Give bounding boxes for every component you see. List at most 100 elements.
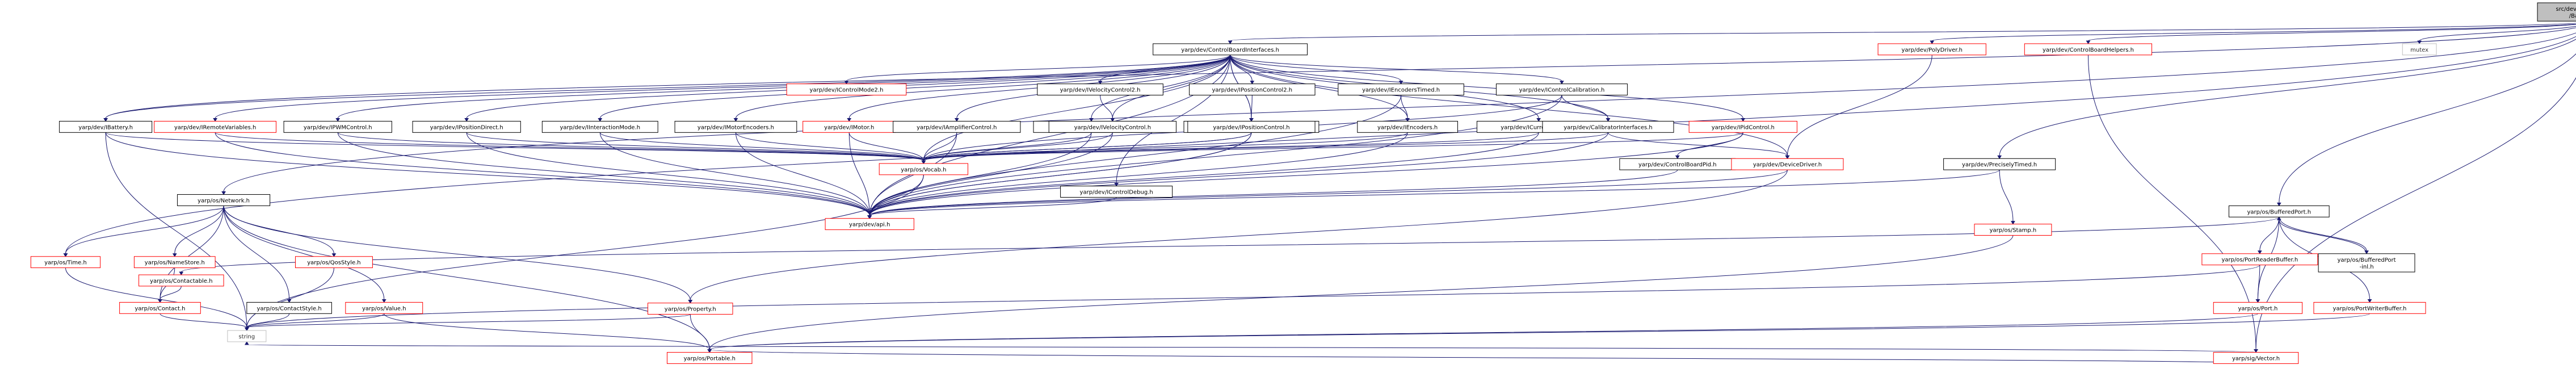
- node-contactable[interactable]: yarp/os/Contactable.h: [138, 274, 224, 287]
- edge-ipid-to-vocab: [921, 132, 1743, 164]
- node-box: [2402, 43, 2437, 56]
- node-box: [2024, 43, 2153, 56]
- node-box: [1877, 43, 1986, 56]
- node-ipc2[interactable]: yarp/dev/IPositionControl2.h: [1189, 83, 1316, 96]
- node-iet[interactable]: yarp/dev/IEncodersTimed.h: [1338, 83, 1464, 96]
- node-contactstyle[interactable]: yarp/os/ContactStyle.h: [246, 301, 332, 314]
- node-qos[interactable]: yarp/os/QosStyle.h: [295, 256, 373, 269]
- node-box: [345, 301, 423, 314]
- edge-property-to-string: [244, 314, 691, 332]
- node-label: yarp/os/Network.h: [197, 198, 250, 204]
- node-namestore[interactable]: yarp/os/NameStore.h: [133, 256, 216, 269]
- node-bufport_inl[interactable]: yarp/os/BufferedPort-inl.h: [2318, 253, 2415, 273]
- node-label: -inl.h: [2360, 264, 2374, 270]
- node-ime[interactable]: yarp/dev/IMotorEncoders.h: [674, 120, 797, 133]
- node-irv[interactable]: yarp/dev/IRemoteVariables.h: [154, 120, 277, 133]
- node-label: yarp/os/Contact.h: [135, 305, 185, 312]
- edge-network-to-value: [223, 206, 386, 303]
- node-cbi[interactable]: yarp/dev/ControlBoardInterfaces.h: [1153, 43, 1308, 56]
- node-portable[interactable]: yarp/os/Portable.h: [667, 352, 753, 364]
- node-ivc2[interactable]: yarp/dev/IVelocityControl2.h: [1037, 83, 1163, 96]
- node-label: yarp/os/ContactStyle.h: [257, 305, 322, 312]
- node-ipd[interactable]: yarp/dev/IPositionDirect.h: [412, 120, 521, 133]
- node-box: [246, 301, 332, 314]
- edge-cali-to-devdrv: [1607, 132, 1790, 160]
- node-box: [1338, 83, 1464, 96]
- node-mutex: mutex: [2402, 43, 2437, 56]
- node-label: yarp/os/PortWriterBuffer.h: [2333, 305, 2407, 312]
- node-box: [138, 274, 224, 287]
- node-property[interactable]: yarp/os/Property.h: [648, 303, 733, 315]
- node-pwb[interactable]: yarp/os/PortWriterBuffer.h: [2313, 301, 2426, 314]
- node-api[interactable]: yarp/dev/api.h: [825, 218, 914, 231]
- edge-root-to-bufport: [2276, 53, 2576, 207]
- edge-network-to-contactstyle: [223, 206, 292, 303]
- node-cbpid[interactable]: yarp/dev/ControlBoardPid.h: [1619, 158, 1736, 170]
- edge-cbi-to-ivc2: [1098, 55, 1231, 85]
- node-vector[interactable]: yarp/sig/Vector.h: [2213, 352, 2299, 364]
- edge-qos-to-string: [244, 267, 334, 332]
- node-icdbg[interactable]: yarp/dev/IControlDebug.h: [1060, 186, 1173, 198]
- node-label: yarp/dev/DeviceDriver.h: [1753, 162, 1822, 168]
- edge-iim-to-api: [599, 132, 872, 219]
- node-ipid[interactable]: yarp/dev/IPidControl.h: [1688, 120, 1797, 133]
- node-box: [1357, 120, 1458, 133]
- edge-network-to-portable: [223, 206, 712, 353]
- edge-ipid-to-api: [867, 132, 1743, 219]
- node-vocab[interactable]: yarp/os/Vocab.h: [879, 163, 969, 175]
- node-time[interactable]: yarp/os/Time.h: [30, 256, 101, 269]
- node-ipwm[interactable]: yarp/dev/IPWMControl.h: [283, 120, 392, 133]
- node-label: yarp/dev/ControlBoardHelpers.h: [2043, 47, 2134, 53]
- node-ibat[interactable]: yarp/dev/IBattery.h: [59, 120, 153, 133]
- edge-root-to-cbi: [1228, 23, 2576, 44]
- node-poly[interactable]: yarp/dev/PolyDriver.h: [1877, 43, 1986, 56]
- node-box: [786, 83, 907, 96]
- node-label: yarp/os/Contactable.h: [150, 278, 212, 284]
- node-box: [1187, 120, 1316, 133]
- edge-cbi-to-ipid: [1230, 55, 1746, 122]
- node-value[interactable]: yarp/os/Value.h: [345, 301, 423, 314]
- node-ienc[interactable]: yarp/dev/IEncoders.h: [1357, 120, 1458, 133]
- edge-cbi-to-ibat: [103, 55, 1231, 122]
- node-ivc[interactable]: yarp/dev/IVelocityControl.h: [1048, 120, 1176, 133]
- edge-network-to-contact: [158, 206, 224, 303]
- edge-bufport_inl-to-bufport: [2276, 216, 2367, 254]
- edge-poly-to-devdrv: [1785, 55, 1932, 160]
- node-icc[interactable]: yarp/dev/IControlCalibration.h: [1495, 83, 1628, 96]
- edge-cbh-to-vector: [2087, 55, 2258, 353]
- node-box: [667, 352, 753, 364]
- node-label: yarp/dev/IMotor.h: [824, 124, 874, 131]
- node-bufport[interactable]: yarp/os/BufferedPort.h: [2228, 205, 2330, 217]
- node-prb[interactable]: yarp/os/PortReaderBuffer.h: [2201, 253, 2318, 266]
- node-label: yarp/dev/IBattery.h: [78, 124, 133, 131]
- edge-network-to-time: [63, 206, 224, 257]
- node-stamp[interactable]: yarp/os/Stamp.h: [1974, 224, 2052, 236]
- node-label: yarp/dev/IControlDebug.h: [1080, 190, 1153, 196]
- node-iamp[interactable]: yarp/dev/IAmplifierControl.h: [893, 120, 1021, 133]
- node-cali[interactable]: yarp/dev/CalibratorInterfaces.h: [1542, 120, 1674, 133]
- edge-iimp-to-vocab: [921, 132, 1252, 164]
- edge-root-to-network: [221, 32, 2576, 195]
- node-iim[interactable]: yarp/dev/IInteractionMode.h: [541, 120, 658, 133]
- node-box: [412, 120, 521, 133]
- edge-icc-to-api: [867, 95, 1562, 219]
- node-label: src/devices/BatteryClient: [2556, 6, 2576, 12]
- node-box: [30, 256, 101, 269]
- node-box: [879, 163, 969, 175]
- node-network[interactable]: yarp/os/Network.h: [177, 194, 271, 206]
- node-cbh[interactable]: yarp/dev/ControlBoardHelpers.h: [2024, 43, 2153, 56]
- node-devdrv[interactable]: yarp/dev/DeviceDriver.h: [1731, 158, 1844, 170]
- node-label: yarp/dev/IPositionControl.h: [1213, 124, 1289, 131]
- node-label: yarp/os/Value.h: [362, 305, 406, 312]
- node-ipc[interactable]: yarp/dev/IPositionControl.h: [1187, 120, 1316, 133]
- node-port[interactable]: yarp/os/Port.h: [2213, 301, 2303, 314]
- node-label: yarp/dev/IInteractionMode.h: [560, 124, 640, 131]
- node-icm2[interactable]: yarp/dev/IControlMode2.h: [786, 83, 907, 96]
- node-imot[interactable]: yarp/dev/IMotor.h: [802, 120, 896, 133]
- node-label: yarp/dev/IEncoders.h: [1377, 124, 1438, 131]
- node-contact[interactable]: yarp/os/Contact.h: [119, 301, 201, 314]
- edge-ipd-to-api: [466, 132, 872, 219]
- edge-ibat-to-string: [105, 132, 249, 332]
- node-box: [119, 301, 201, 314]
- node-prec[interactable]: yarp/dev/PreciselyTimed.h: [1943, 158, 2056, 170]
